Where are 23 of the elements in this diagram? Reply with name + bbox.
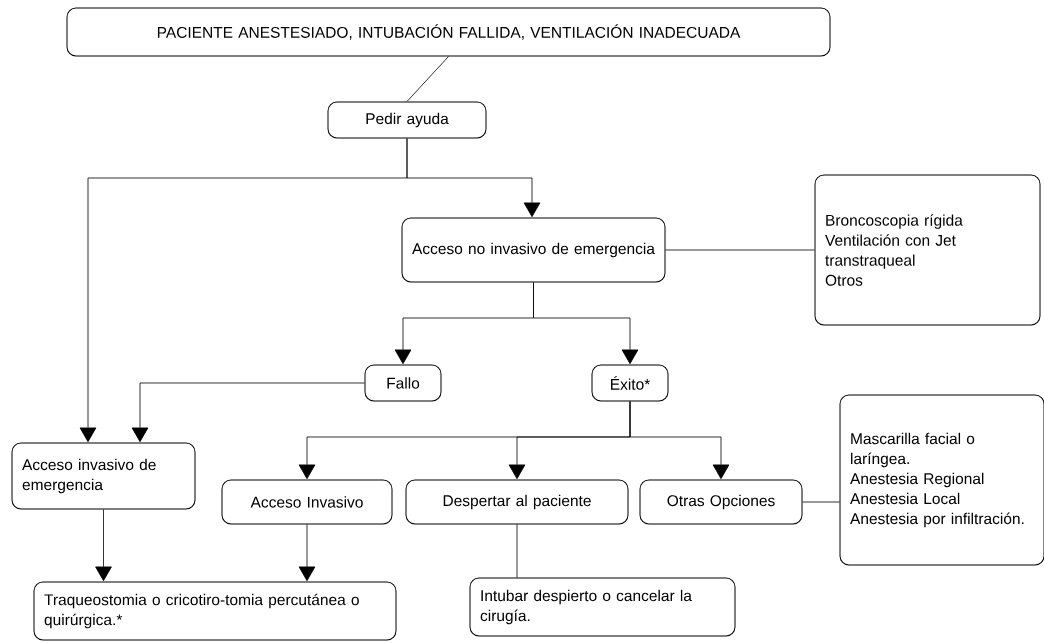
note-box: Mascarilla facial o laríngea. Anestesia Regional Anestesia Local Anestesia por infiltración. — [839, 394, 1044, 566]
process-box: Acceso invasivo de emergencia — [11, 442, 196, 510]
process-box: Éxito* — [591, 364, 669, 402]
process-box: Acceso no invasivo de emergencia — [401, 217, 666, 283]
arrow — [629, 401, 730, 480]
process-box: Despertar al paciente — [405, 479, 629, 525]
start-box: PACIENTE ANESTESIADO, INTUBACIÓN FALLIDA, VENTILACIÓN INADECUADA — [66, 7, 831, 57]
arrow — [79, 138, 408, 443]
process-box: Acceso Invasivo — [221, 479, 393, 525]
note-box: Broncoscopia rígida Ventilación con Jet transtraqueal Otros — [814, 174, 1041, 326]
connector-line — [516, 524, 518, 578]
process-box: Pedir ayuda — [327, 101, 487, 139]
arrow — [95, 509, 112, 582]
connector-line — [406, 56, 449, 102]
connector-line — [802, 501, 840, 503]
process-box: Traqueostomia o cricotiro-tomia percutánea o quirúrgica.* — [33, 581, 397, 641]
arrow — [533, 282, 639, 365]
process-box: Otras Opciones — [639, 479, 803, 525]
arrow — [298, 524, 316, 582]
process-box: Fallo — [364, 364, 442, 402]
arrow — [131, 382, 365, 443]
connector-line — [665, 249, 815, 251]
process-box: Intubar despierto o cancelar la cirugía. — [469, 577, 736, 637]
